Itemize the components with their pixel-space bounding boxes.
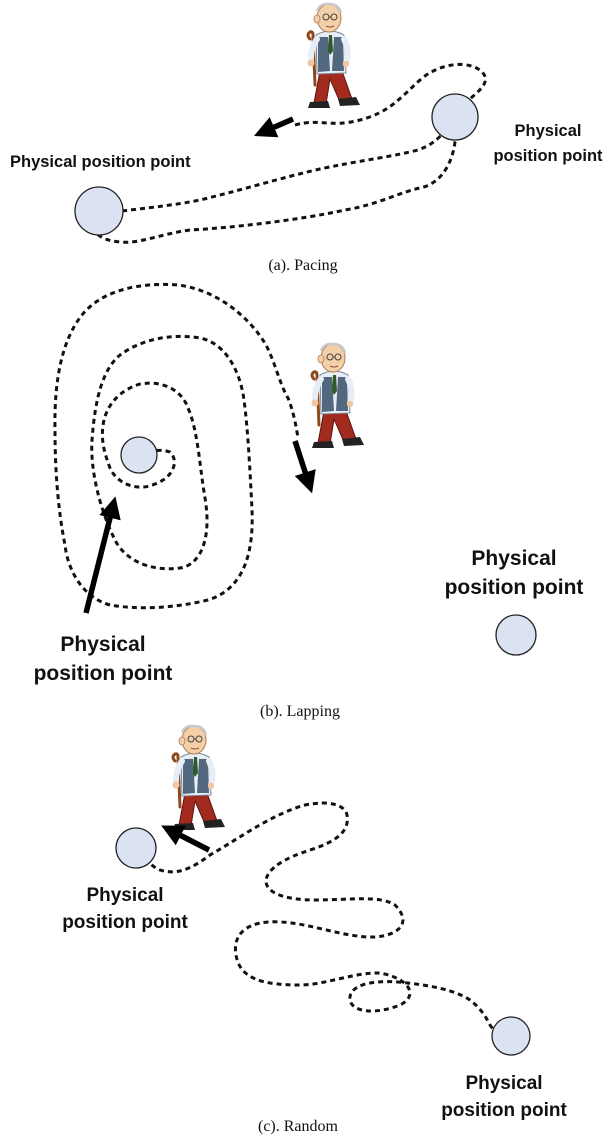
lapping-label-left-line1: Physical bbox=[60, 633, 145, 656]
elderly-man-icon bbox=[173, 726, 226, 830]
lapping-route-path bbox=[53, 282, 300, 610]
lapping-label-right-line1: Physical bbox=[471, 547, 556, 570]
lapping-label-left-line2: position point bbox=[34, 662, 173, 685]
pacing-label-left: Physical position point bbox=[10, 153, 191, 171]
panel-lapping: Physical position point Physical positio… bbox=[34, 282, 584, 720]
pacing-label-right-line2: position point bbox=[493, 147, 603, 165]
lapping-direction-arrow bbox=[292, 440, 316, 494]
random-position-point-start bbox=[115, 827, 157, 869]
random-direction-arrow bbox=[161, 825, 211, 853]
pacing-position-point-right bbox=[431, 93, 479, 141]
lapping-caption: (b). Lapping bbox=[260, 703, 340, 720]
pacing-label-right-line1: Physical bbox=[515, 122, 582, 140]
random-caption: (c). Random bbox=[258, 1118, 339, 1135]
lapping-pointer-arrow bbox=[83, 496, 121, 614]
pacing-caption: (a). Pacing bbox=[268, 257, 337, 274]
pacing-position-point-left bbox=[74, 186, 124, 236]
panel-pacing: Physical position point Physical positio… bbox=[10, 4, 603, 274]
random-position-point-end bbox=[491, 1016, 531, 1056]
lapping-position-point-center bbox=[120, 436, 158, 474]
lapping-position-point-right bbox=[495, 614, 537, 656]
pacing-direction-arrow bbox=[253, 116, 295, 138]
random-label-top-line2: position point bbox=[62, 912, 188, 933]
elderly-man-icon bbox=[312, 344, 365, 448]
random-route-path bbox=[138, 801, 511, 1038]
random-label-top-line1: Physical bbox=[86, 885, 163, 906]
lapping-label-right-line2: position point bbox=[445, 576, 584, 599]
elderly-man-icon bbox=[308, 4, 361, 108]
panel-random: Physical position point Physical positio… bbox=[62, 726, 567, 1135]
random-label-bottom-line1: Physical bbox=[465, 1073, 542, 1094]
random-label-bottom-line2: position point bbox=[441, 1100, 567, 1121]
